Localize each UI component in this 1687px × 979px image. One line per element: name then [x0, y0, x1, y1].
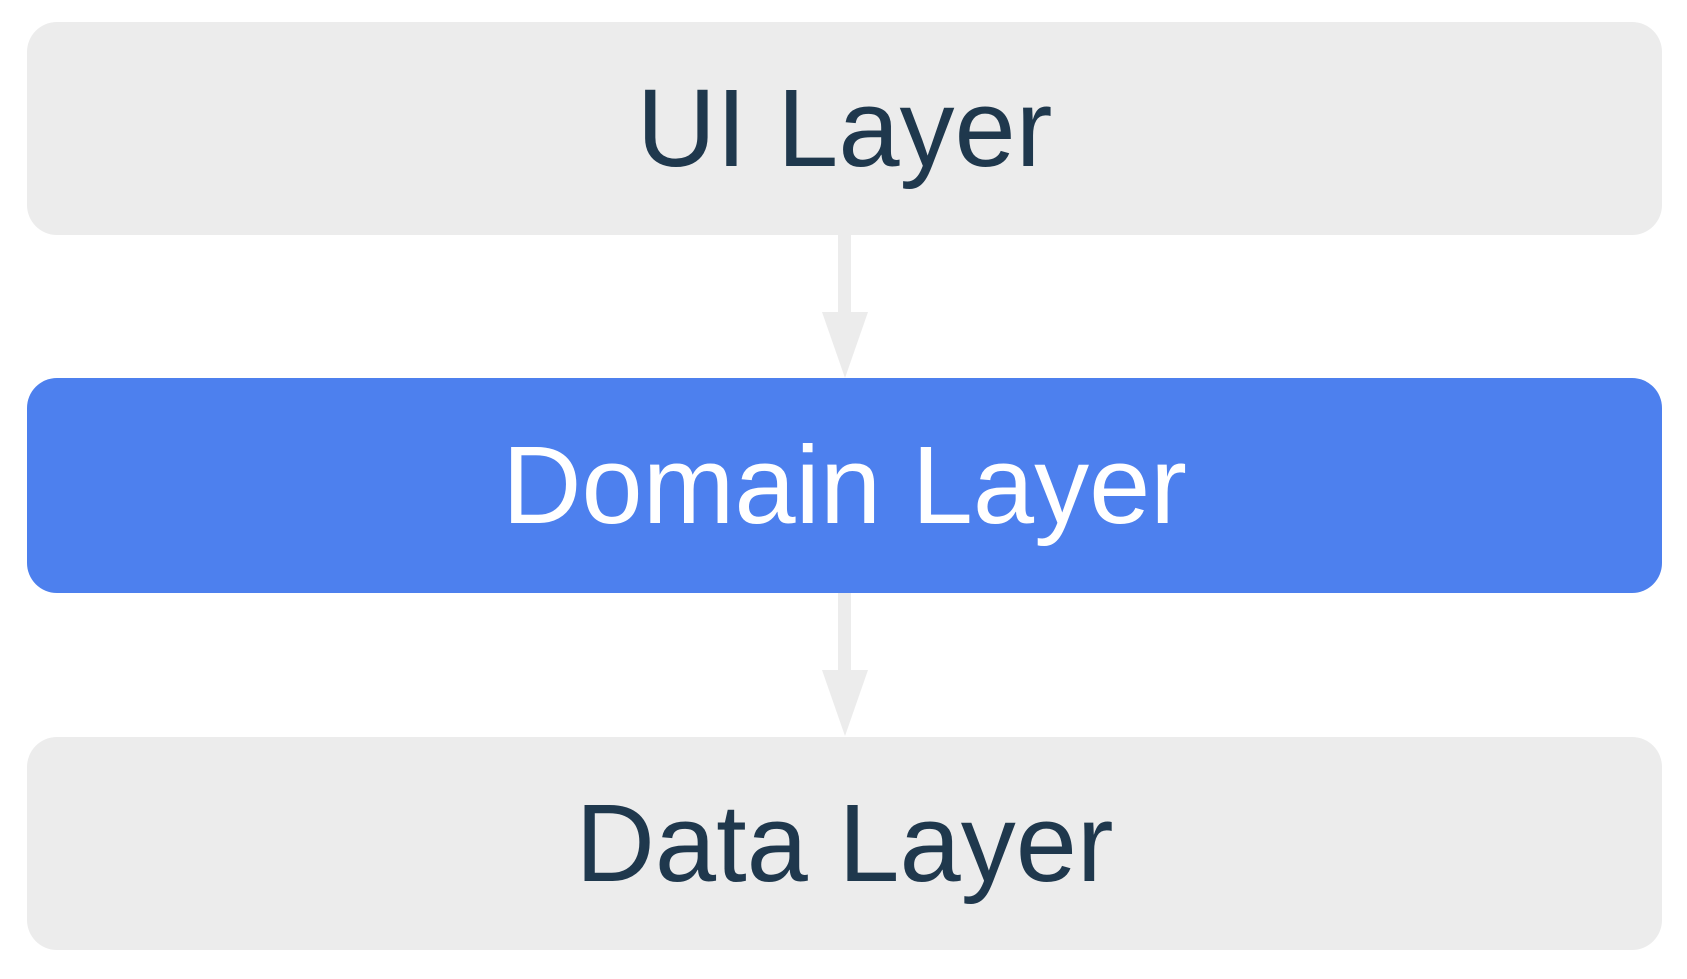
arrow-shaft [838, 593, 851, 671]
layer-label-ui: UI Layer [636, 66, 1053, 190]
layer-box-ui: UI Layer [27, 22, 1662, 235]
arrow-shaft [838, 235, 851, 313]
layer-box-data: Data Layer [27, 737, 1662, 950]
layer-box-domain: Domain Layer [27, 378, 1662, 593]
layer-label-domain: Domain Layer [502, 423, 1187, 547]
layer-label-data: Data Layer [575, 781, 1114, 905]
arrow-head [822, 670, 868, 736]
arrow-head [822, 312, 868, 378]
